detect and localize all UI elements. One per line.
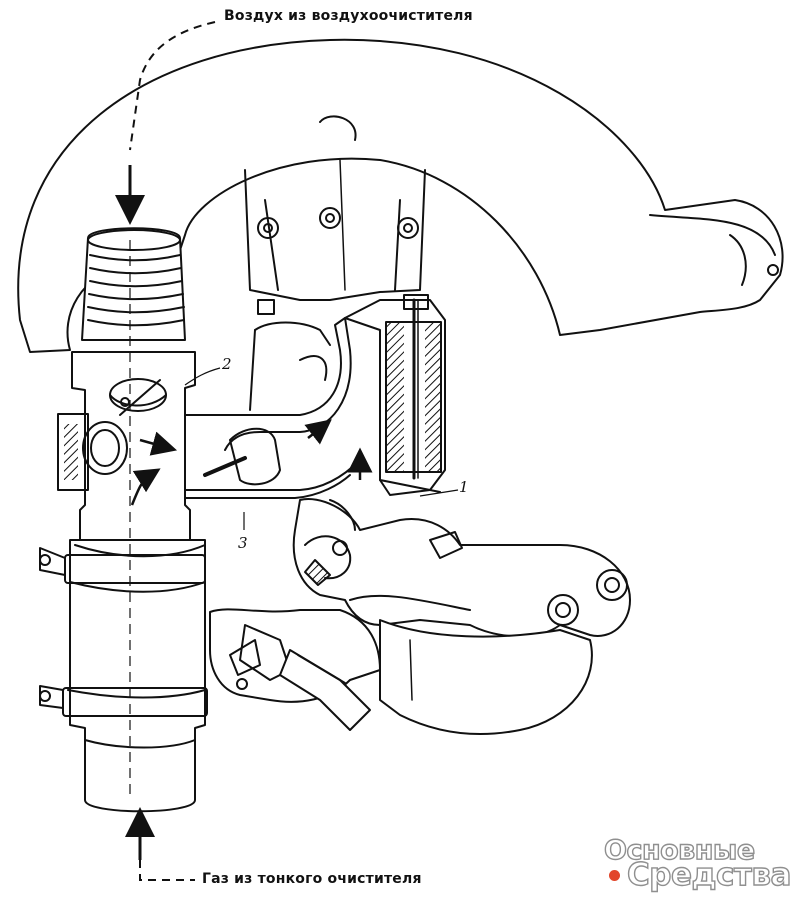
curved-air-hose bbox=[17, 38, 784, 353]
gas-valve-housing bbox=[257, 294, 446, 496]
lower-casting bbox=[209, 608, 593, 735]
gas-inlet-caption: Газ из тонкого очистителя bbox=[202, 871, 422, 887]
mixture-flow-arrow-2 bbox=[130, 468, 161, 506]
mixing-channel bbox=[184, 317, 361, 499]
mixture-flow-arrow-3 bbox=[304, 419, 332, 445]
mounting-bracket bbox=[244, 159, 426, 301]
callout-2: 2 bbox=[222, 355, 232, 373]
watermark-line1: Основные bbox=[603, 835, 756, 866]
mixture-flow-arrow-1 bbox=[139, 431, 178, 456]
leader-line-1 bbox=[419, 489, 459, 497]
threaded-inlet-pipe bbox=[81, 227, 186, 341]
gas-regulator-body bbox=[292, 498, 631, 638]
mixer-body bbox=[57, 351, 196, 541]
watermark-dot bbox=[609, 870, 620, 881]
air-inlet-caption: Воздух из воздухоочистителя bbox=[224, 8, 473, 24]
leader-line-2 bbox=[184, 367, 221, 386]
watermark-line2: Средства bbox=[626, 857, 792, 893]
callout-3: 3 bbox=[238, 534, 248, 552]
callout-1: 1 bbox=[459, 478, 469, 496]
gas-flow-dashed-line bbox=[139, 860, 195, 881]
gas-inlet-tube bbox=[39, 539, 208, 813]
